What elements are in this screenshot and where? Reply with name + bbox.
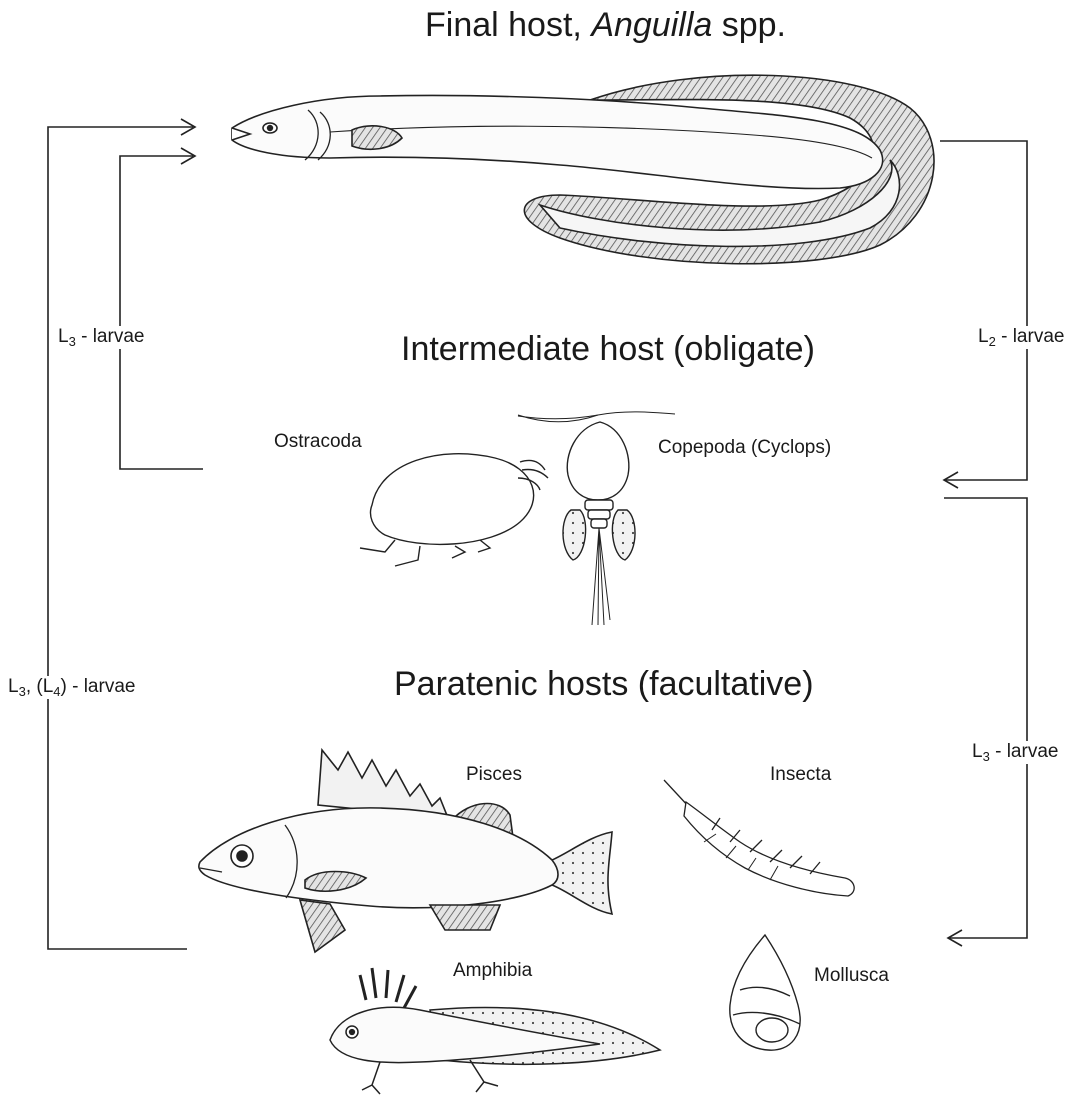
larvae-text: ) - larvae [61,676,136,697]
arrow-right-lower [944,498,1027,946]
pisces-label: Pisces [464,764,524,786]
insecta-illustration [664,780,854,896]
intermediate-host-heading: Intermediate host (obligate) [401,330,815,369]
right-upper-arrow-label: L2 - larvae [976,326,1066,349]
arrow-right-upper [940,141,1027,488]
larvae-text: - larvae [996,326,1065,347]
ostracoda-illustration [360,454,548,566]
larval-stage-number: 3 [69,334,76,349]
larvae-text: - larvae [990,741,1059,762]
insecta-label: Insecta [768,764,833,786]
amphibia-label: Amphibia [451,960,534,982]
copepoda-label: Copepoda (Cyclops) [656,437,833,459]
arrow-left-inner [120,148,203,469]
larval-stage-letter: L [8,676,19,697]
pisces-illustration [199,750,612,952]
final-host-heading: Final host, Anguilla spp. [425,6,786,45]
final-host-heading-suffix: spp. [712,6,786,44]
final-host-genus: Anguilla [591,6,712,44]
left-outer-arrow-label: L3, (L4) - larvae [6,676,137,699]
arrow-left-outer [48,119,195,949]
final-host-heading-prefix: Final host, [425,6,591,44]
larval-stage-number-2: 4 [53,684,60,699]
ostracoda-label: Ostracoda [272,431,364,453]
larval-stage-number: 3 [983,749,990,764]
larval-stage-number: 3 [19,684,26,699]
larval-stage-number: 2 [989,334,996,349]
larvae-text: - larvae [76,326,145,347]
eel-illustration [232,75,934,264]
copepoda-illustration [518,412,675,625]
mollusca-illustration [730,935,800,1050]
mollusca-label: Mollusca [812,965,891,987]
larval-stage-letter: L [972,741,983,762]
amphibia-illustration [330,968,660,1094]
larval-stage-separator: , (L [26,676,53,697]
paratenic-hosts-heading: Paratenic hosts (facultative) [394,665,814,704]
right-lower-arrow-label: L3 - larvae [970,741,1060,764]
larval-stage-letter: L [978,326,989,347]
larval-stage-letter: L [58,326,69,347]
left-inner-arrow-label: L3 - larvae [56,326,146,349]
